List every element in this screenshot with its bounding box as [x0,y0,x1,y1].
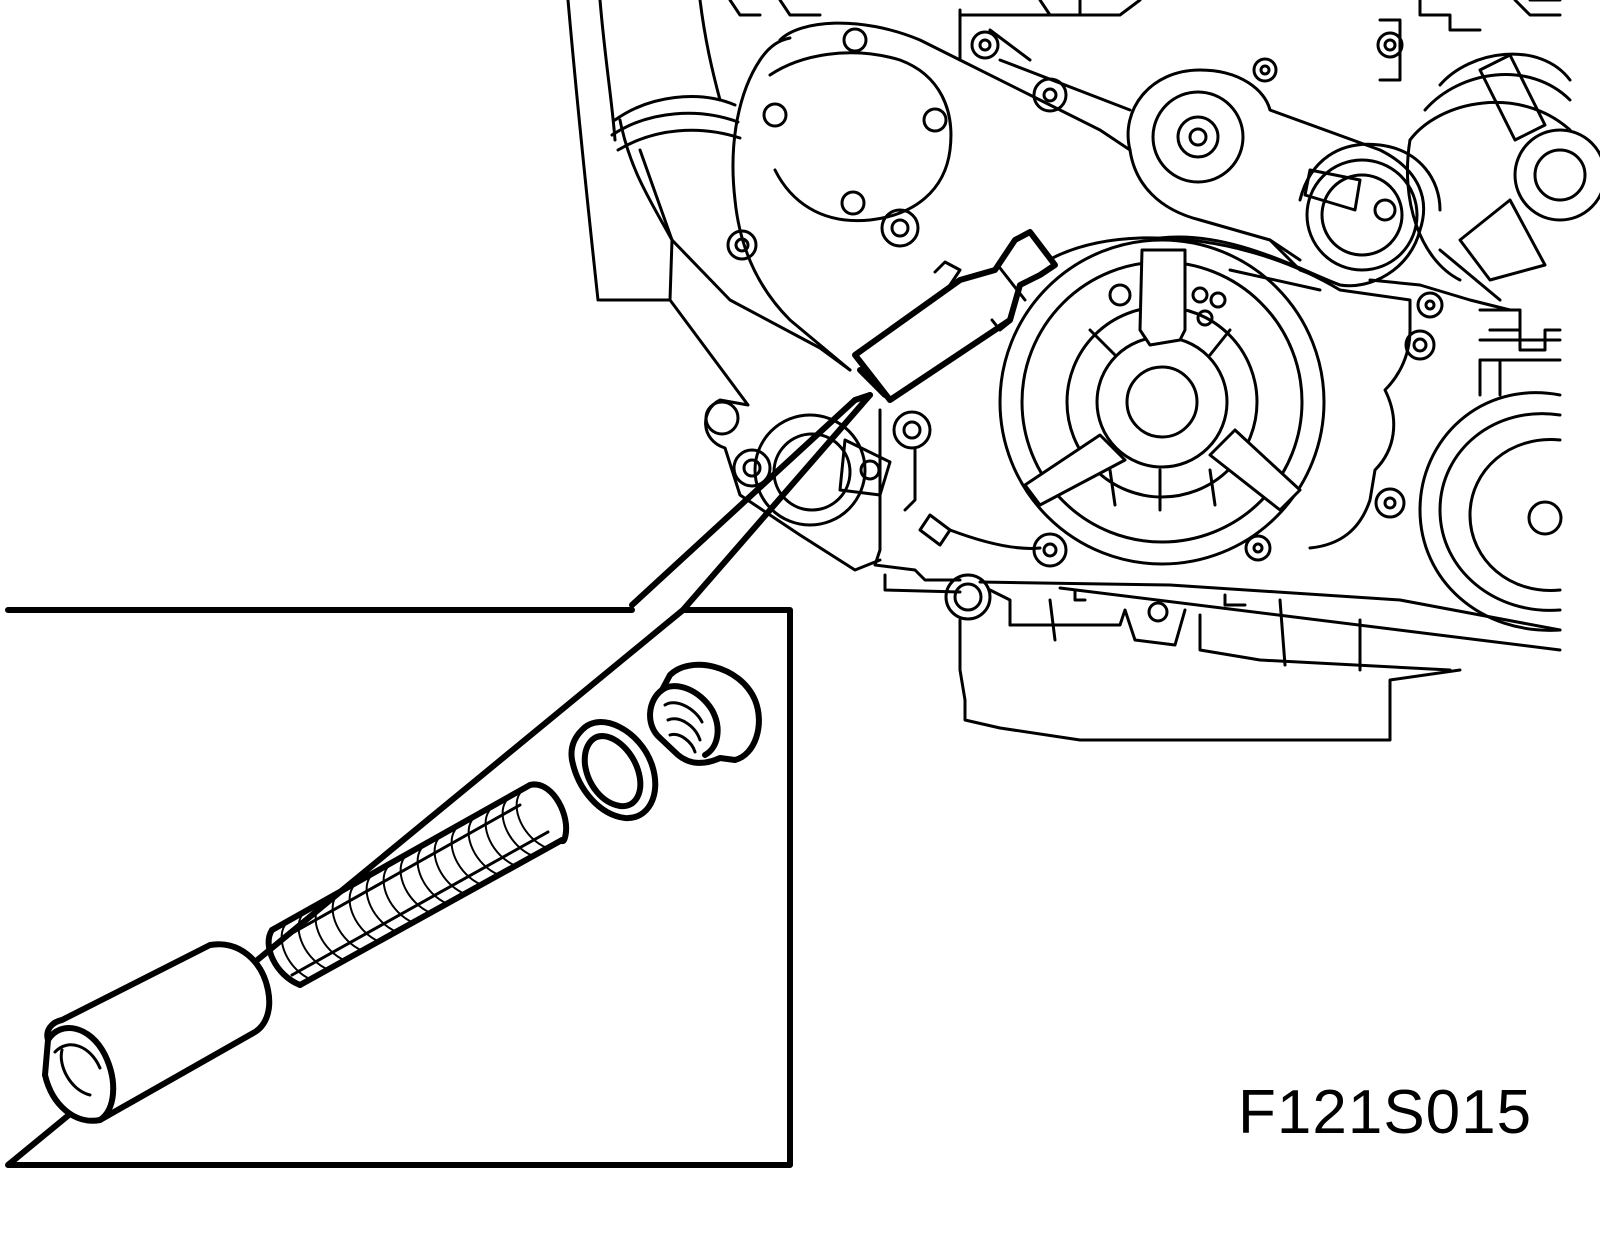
drive-belt [1158,235,1342,292]
top-cover-ribs [728,0,1562,82]
sealing-washer [568,719,659,822]
chain-tensioner [852,229,1058,403]
figure-code: F121S015 [1238,1078,1533,1147]
belt-tensioner [1126,57,1442,288]
detail-inset [5,607,793,1168]
callout-leader [629,392,873,613]
end-plug [647,661,762,766]
idler-pulleys [1368,52,1600,361]
tensioner-plunger [42,941,273,1124]
alternator-pulley [1418,338,1563,632]
engine-front-view [566,0,1600,742]
engine-block-and-sump [873,408,1562,742]
crankshaft-pulley [998,236,1412,568]
intake-pipe [566,0,742,302]
compression-spring [265,781,570,988]
water-pump-housing [668,238,892,572]
timing-cover [726,0,1142,372]
